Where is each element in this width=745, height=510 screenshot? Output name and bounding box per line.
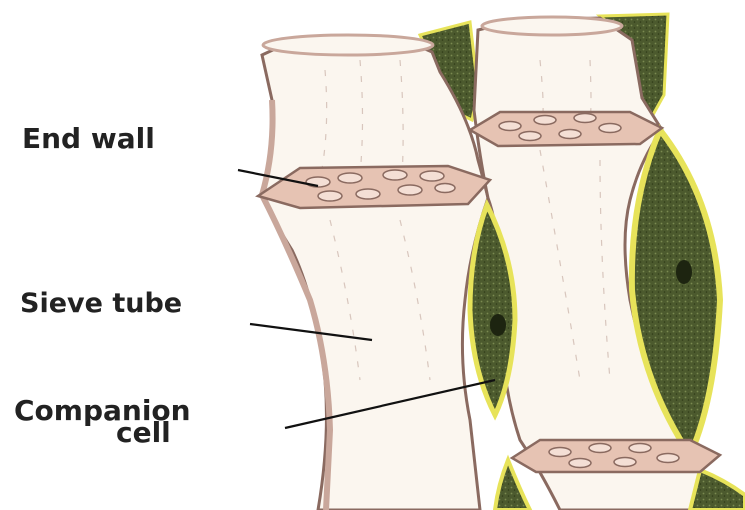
label-sieve-tube: Sieve tube xyxy=(20,288,182,319)
sieve-plate-left xyxy=(258,166,490,208)
sieve-tube-right-opening xyxy=(482,17,622,35)
companion-cell-right-nucleus xyxy=(676,260,692,284)
companion-cell-nucleus xyxy=(490,314,506,336)
label-end-wall: End wall xyxy=(22,122,155,155)
sieve-plate-right-lower xyxy=(512,440,720,472)
label-companion-cell-line2: cell xyxy=(116,416,171,449)
sieve-tube-left-opening xyxy=(263,35,433,55)
companion-cell-bottom-mid xyxy=(495,460,530,510)
companion-cell-bottom-right xyxy=(690,470,745,510)
sieve-plate-right-upper xyxy=(470,112,662,146)
